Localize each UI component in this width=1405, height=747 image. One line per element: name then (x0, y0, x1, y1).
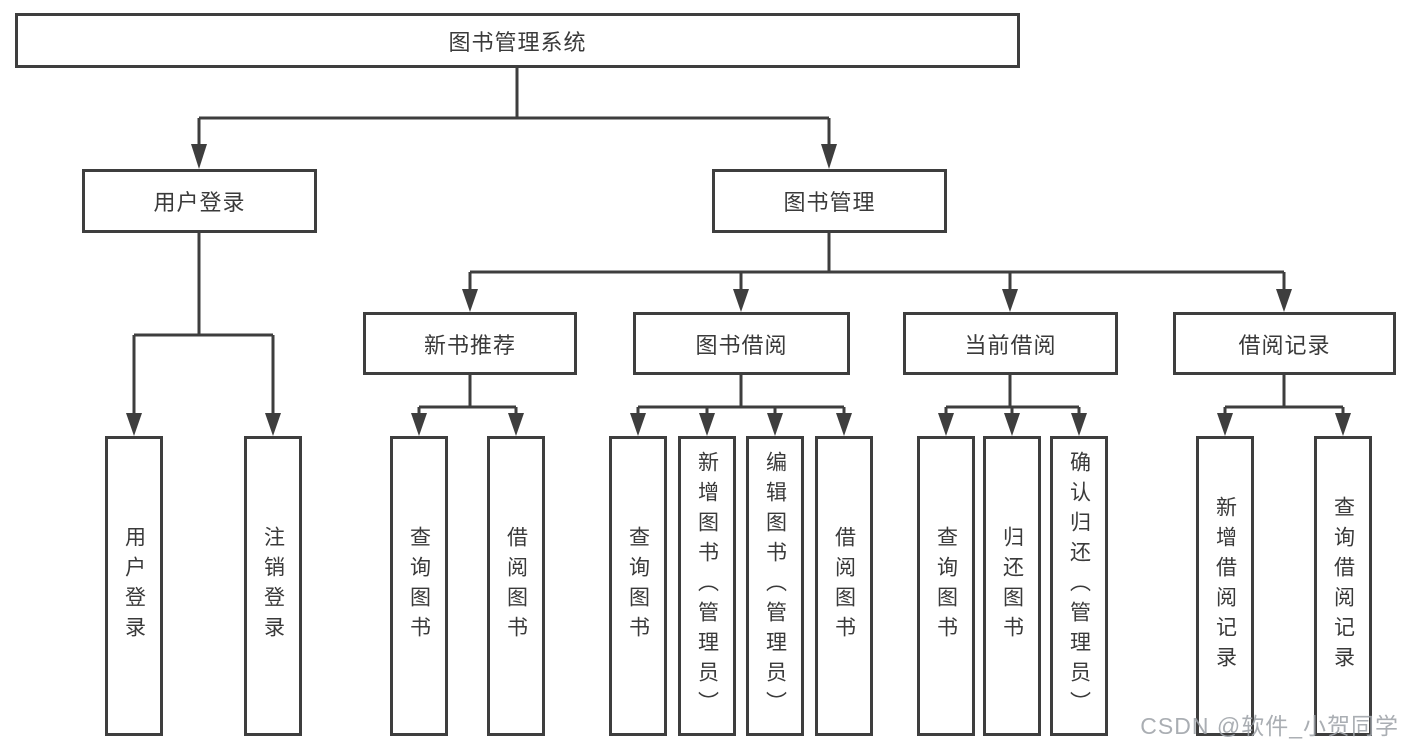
leaf-query-books-borrow: 查询图书 (609, 436, 667, 736)
node-label: 新增借阅记录 (1213, 496, 1237, 676)
node-label: 查询图书 (407, 526, 431, 646)
node-current-borrow: 当前借阅 (903, 312, 1118, 375)
node-label: 用户登录 (153, 190, 246, 215)
node-label: 新书推荐 (423, 332, 516, 358)
arrowheads (126, 144, 1351, 436)
node-label: 用户登录 (122, 526, 146, 646)
leaf-user-login: 用户登录 (105, 436, 163, 736)
node-book-management-branch: 图书管理 (712, 169, 947, 233)
node-label: 借阅图书 (504, 526, 528, 646)
node-label: 归还图书 (1000, 526, 1024, 646)
leaf-return-books: 归还图书 (983, 436, 1041, 736)
node-label: 查询图书 (934, 526, 958, 646)
leaf-edit-books-admin: 编辑图书（管理员） (746, 436, 804, 736)
node-label: 新增图书（管理员） (695, 451, 719, 721)
node-new-book-recommend: 新书推荐 (363, 312, 577, 375)
leaf-logout: 注销登录 (244, 436, 302, 736)
leaf-confirm-return-admin: 确认归还（管理员） (1050, 436, 1108, 736)
node-label: 确认归还（管理员） (1067, 451, 1091, 721)
node-label: 查询借阅记录 (1331, 496, 1355, 676)
leaf-borrow-books-recommend: 借阅图书 (487, 436, 545, 736)
node-label: 查询图书 (626, 526, 650, 646)
node-borrow-record: 借阅记录 (1173, 312, 1396, 375)
leaf-add-borrow-record: 新增借阅记录 (1196, 436, 1254, 736)
node-label: 借阅图书 (832, 526, 856, 646)
leaf-query-books-current: 查询图书 (917, 436, 975, 736)
node-label: 图书管理系统 (448, 29, 587, 55)
leaf-query-books-recommend: 查询图书 (390, 436, 448, 736)
node-label: 编辑图书（管理员） (763, 451, 787, 721)
node-label: 图书管理 (783, 190, 876, 215)
leaf-query-borrow-record: 查询借阅记录 (1314, 436, 1372, 736)
leaf-borrow-books: 借阅图书 (815, 436, 873, 736)
node-root-system: 图书管理系统 (15, 13, 1020, 68)
node-label: 借阅记录 (1238, 332, 1331, 358)
node-book-borrow: 图书借阅 (633, 312, 850, 375)
leaf-add-books-admin: 新增图书（管理员） (678, 436, 736, 736)
node-label: 图书借阅 (695, 332, 788, 358)
node-user-login-branch: 用户登录 (82, 169, 317, 233)
node-label: 当前借阅 (964, 332, 1057, 358)
node-label: 注销登录 (261, 526, 285, 646)
